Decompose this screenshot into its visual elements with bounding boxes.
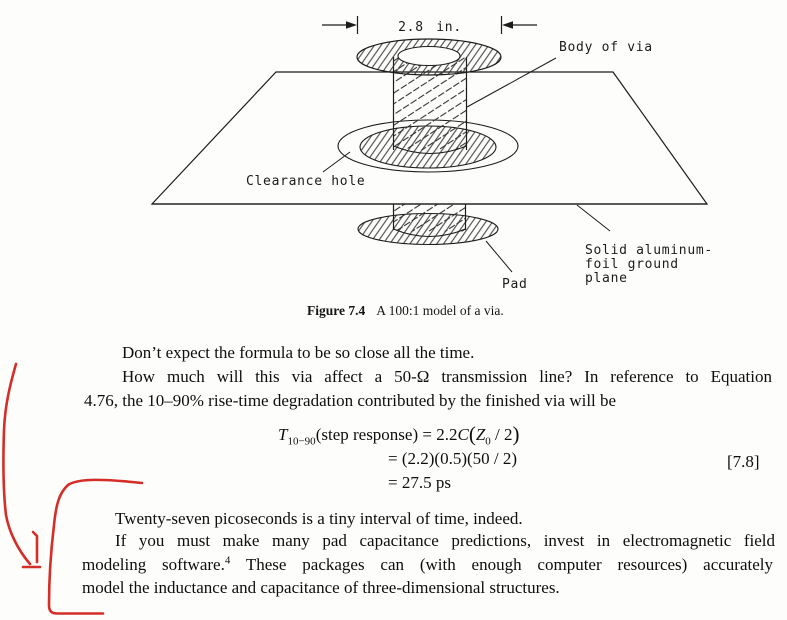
eq-Z: Z [475,425,486,444]
leader-body-of-via [466,57,557,108]
equation-ref-number: [7.8] [727,452,760,471]
eq-T: T [278,425,288,444]
leader-ground-plane [576,204,611,232]
top-pad [356,38,502,76]
figure-caption-number: Figure 7.4 [307,303,366,318]
eq-T-sub: 10−90 [287,435,316,448]
footnote-4-marker: 4 [224,555,231,567]
dimension-2-8-in [322,16,537,34]
paragraph-4-line-2-post: These packages can (with enough computer… [230,555,773,574]
leader-clearance-hole [322,151,351,173]
eq-tail: / 2 [490,425,513,444]
paragraph-4-line-2-pre: modeling software. [82,555,225,574]
figure-caption: Figure 7.4 A 100:1 model of a via. [307,303,504,319]
label-ground-line2: foil ground [585,257,679,272]
equation-line-3: = 27.5 ps [388,473,451,492]
bottom-pad [357,204,499,246]
eq-open-paren: ( [468,422,476,446]
label-clearance-hole: Clearance hole [246,174,365,189]
dimension-label: 2.8 in. [398,20,462,35]
equation-line-1: T10−90(step response) = 2.2C(Z0 / 2) [278,422,520,447]
figure-caption-text: A 100:1 model of a via. [376,303,504,318]
paragraph-4-line-2: modeling software.4 These packages can (… [82,555,773,577]
label-ground-line1: Solid aluminum- [585,243,713,258]
dimension-arrow-right-icon [346,21,357,29]
red-pen-curve-stroke [2,362,32,566]
dimension-arrow-left-icon [502,21,513,29]
eq-arg: (step response) [315,425,423,444]
paragraph-4-line-3: model the inductance and capacitance of … [82,578,560,597]
label-body-of-via: Body of via [559,40,653,55]
eq-Z-sub: 0 [485,435,491,448]
red-pen-check-mark [21,530,42,569]
eq-rhs1: = 2.2 [422,425,458,444]
via-figure-drawing: 2.8 in. Body of via Clearance hole Pad S… [150,16,713,292]
leader-lines [322,57,611,273]
label-pad: Pad [502,277,528,292]
eq-C: C [457,425,469,444]
paragraph-3: Twenty-seven picoseconds is a tiny inter… [115,509,523,528]
paragraph-4-line-1: If you must make many pad capacitance pr… [115,531,775,550]
label-ground-line3: plane [585,271,628,286]
paragraph-2-line-2: 4.76, the 10–90% rise-time degradation c… [84,391,617,410]
paragraph-2-line-1: How much will this via affect a 50-Ω tra… [122,367,772,386]
eq-close-paren: ) [512,422,520,446]
leader-pad [485,240,513,273]
paragraph-1: Don’t expect the formula to be so close … [122,343,475,362]
equation-line-2: = (2.2)(0.5)(50 / 2) [388,449,518,468]
